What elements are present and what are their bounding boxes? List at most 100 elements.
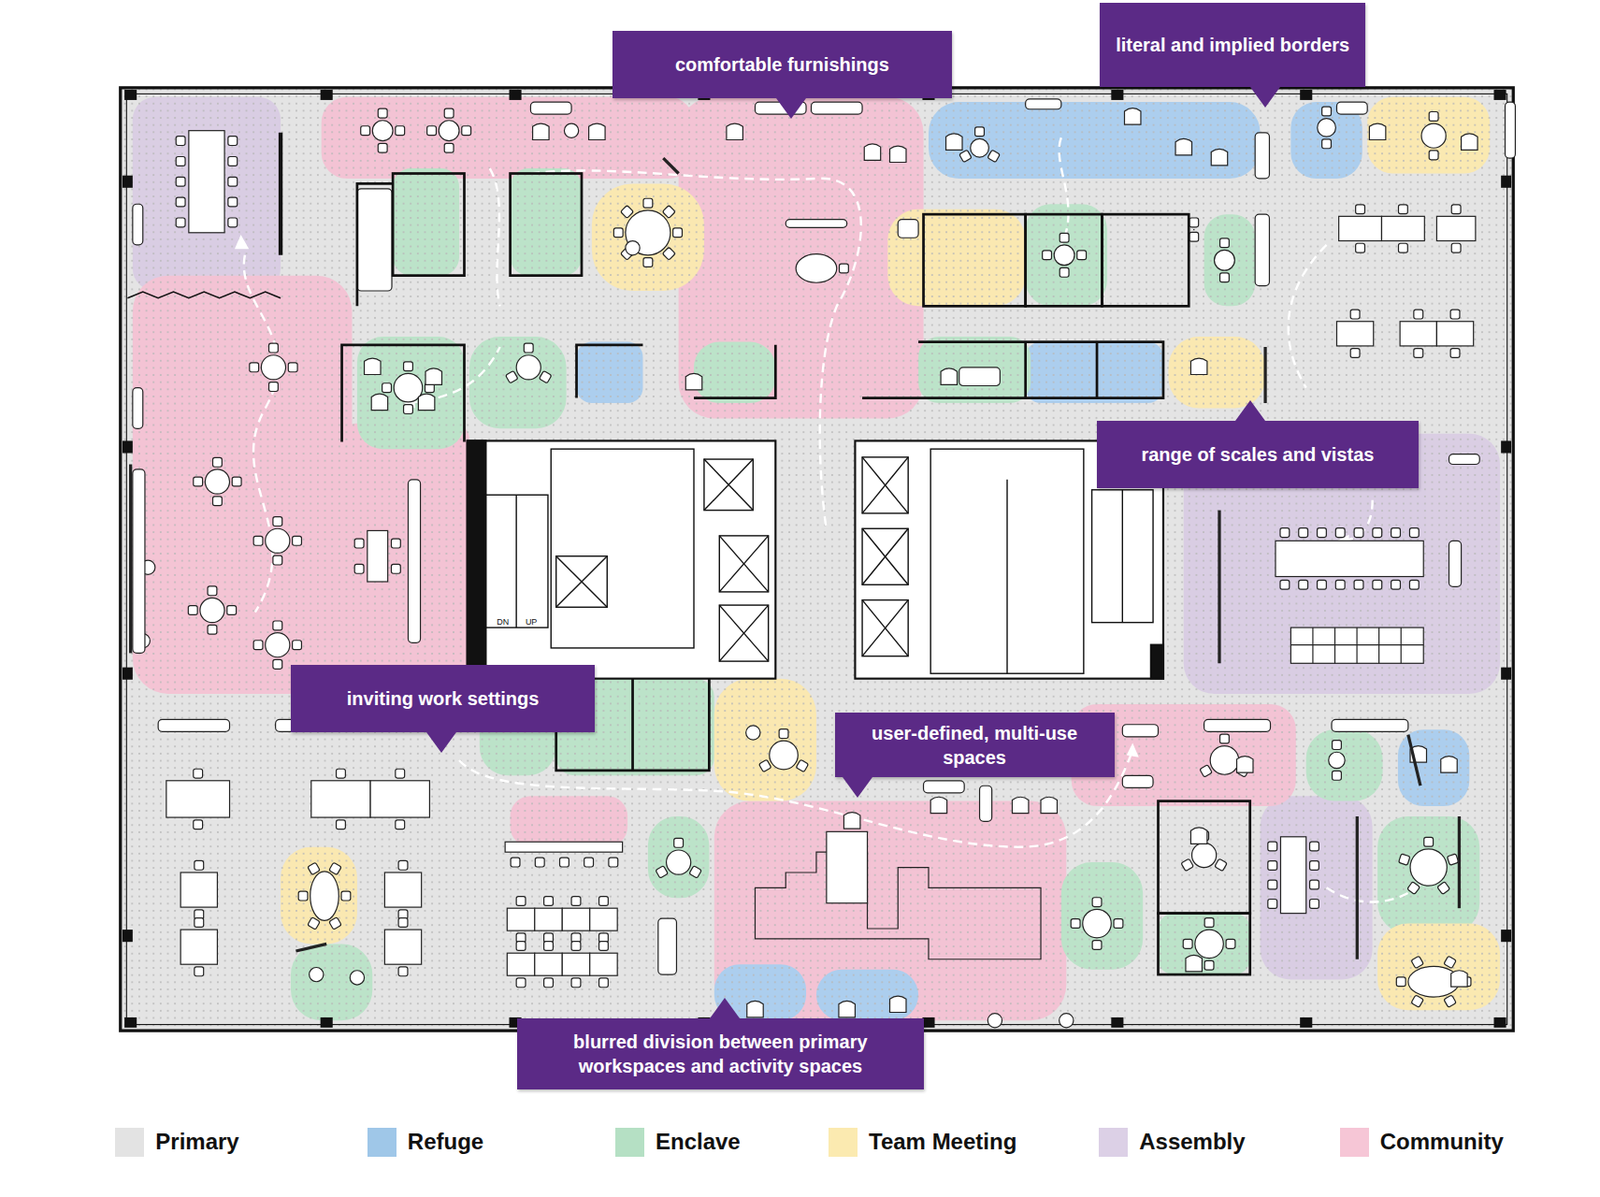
chair-symbol (655, 865, 668, 879)
lounge-chair (364, 358, 381, 375)
table-top (1421, 123, 1446, 148)
plan-line (704, 459, 753, 511)
chair-symbol (505, 370, 519, 383)
sofa-symbol (1122, 724, 1158, 737)
chair-symbol (1310, 841, 1320, 851)
oval-table (795, 254, 849, 284)
table-top (1053, 245, 1075, 266)
chair-symbol (175, 136, 186, 146)
column (320, 89, 333, 101)
round-table (1317, 106, 1337, 149)
chair-symbol (1220, 238, 1230, 248)
chair-symbol (175, 157, 186, 167)
chair-symbol (689, 865, 702, 879)
side-table (987, 1013, 1002, 1028)
table-top (265, 633, 290, 658)
room-walls (127, 132, 1250, 975)
lounge-chair (1237, 756, 1254, 773)
bench-outline (754, 851, 1041, 960)
plan-line (278, 132, 283, 256)
chair-symbol (228, 217, 238, 228)
oval-table (298, 862, 351, 930)
chair-symbol (175, 217, 186, 228)
desk-top (1436, 321, 1473, 346)
chair-symbol (959, 149, 972, 162)
plan-rect (1101, 214, 1189, 306)
chair-symbol (1424, 836, 1434, 847)
chair-symbol (1391, 528, 1401, 538)
desk-top (506, 952, 534, 976)
chair-symbol (193, 820, 203, 830)
chair-symbol (1042, 250, 1053, 260)
plan-line (631, 678, 635, 771)
chair-symbol (599, 978, 609, 988)
sofa-symbol (1254, 132, 1269, 179)
round-table (758, 729, 808, 773)
plan-rect (504, 841, 622, 852)
long-table (1268, 836, 1320, 914)
lounge-chair (1210, 148, 1227, 165)
chair-symbol (523, 343, 534, 353)
chair-symbol (336, 820, 346, 830)
sofa-symbol (132, 469, 145, 653)
chair-symbol (1214, 858, 1227, 871)
table-top (367, 530, 389, 582)
chair-symbol (510, 857, 520, 867)
plan-line (1290, 644, 1424, 646)
chair-symbol (398, 918, 408, 928)
chair-symbol (273, 555, 283, 565)
table-top (1328, 751, 1345, 768)
sofa-symbol (1449, 454, 1481, 465)
chair-symbol (1310, 899, 1320, 909)
sofa-symbol (1331, 719, 1409, 732)
side-table (563, 123, 578, 138)
legend-swatch (615, 1127, 645, 1157)
side-table (309, 966, 324, 981)
plan-path (490, 168, 501, 306)
column (122, 929, 133, 942)
callout-pointer (842, 777, 873, 798)
legend-entry: Enclave (615, 1127, 741, 1157)
lounge-chair (726, 123, 743, 140)
round-table (655, 837, 702, 879)
chair-symbol (213, 457, 223, 467)
lounge-chair (940, 368, 957, 385)
table-top (769, 740, 799, 770)
chair-symbol (227, 605, 237, 616)
table-top (516, 355, 541, 380)
chair-symbol (516, 896, 526, 907)
screen-wall (1457, 816, 1461, 909)
chair-symbol (1268, 861, 1278, 871)
column (1494, 1017, 1507, 1028)
chair-symbol (193, 476, 203, 487)
chair-symbol (398, 860, 408, 870)
plan-rect (510, 173, 582, 276)
chair-symbol (298, 891, 308, 901)
chair-symbol (674, 837, 684, 848)
chair-symbol (253, 640, 263, 650)
desk-top (1193, 229, 1195, 231)
chair-symbol (778, 729, 789, 739)
chair-symbol (427, 126, 437, 136)
desk-top (180, 929, 217, 965)
table-top (1275, 540, 1424, 577)
plan-rect (930, 448, 1084, 674)
chair-symbol (1413, 348, 1424, 359)
lounge-chair (1190, 358, 1207, 375)
lounge-chair (1040, 796, 1057, 813)
callout-label: range of scales and vistas (1140, 442, 1374, 467)
chair-symbol (1182, 938, 1193, 949)
plan-polygon (1126, 742, 1139, 757)
plan-line (862, 600, 909, 657)
chair-symbol (273, 659, 283, 669)
chair-symbol (571, 896, 581, 907)
table-top (795, 254, 837, 284)
table-top (826, 831, 868, 903)
table-top (188, 130, 225, 233)
chair-symbol (187, 605, 198, 616)
sofa-symbol (897, 219, 919, 239)
callout-label: user-defined, multi-use spaces (848, 720, 1102, 770)
chair-symbol (269, 343, 279, 353)
plan-g (484, 448, 1154, 674)
chair-symbol (341, 891, 351, 901)
